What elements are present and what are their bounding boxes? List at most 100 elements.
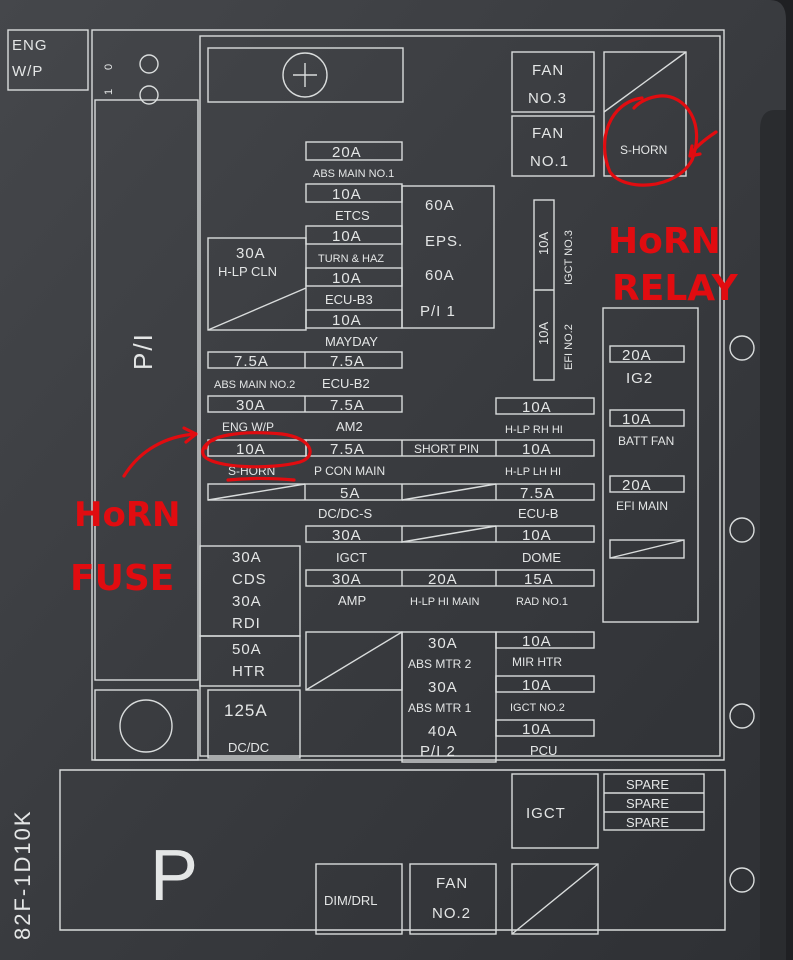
horn-relay-text-1: HoRN [608, 221, 721, 262]
eng-wp-block [7, 29, 89, 91]
igct2-label: IGCT NO.2 [510, 702, 565, 714]
fan3-label-a: FAN [532, 62, 564, 79]
horn-fuse-text-2: FUSE [70, 558, 174, 599]
plus-icon [293, 63, 317, 87]
relay-circle-annotation [602, 94, 699, 187]
cds-amp: 30A [232, 549, 262, 566]
fuse-20a-label: 20A [332, 144, 362, 161]
fan1-label-a: FAN [532, 125, 564, 142]
eps-label: EPS. [425, 233, 463, 250]
fan3-relay-box [511, 51, 595, 113]
pi-column [94, 99, 199, 681]
etcs-label: ETCS [335, 208, 370, 223]
hlp-rh-amp: 10A [522, 399, 552, 416]
hlp-lh-amp: 10A [522, 441, 552, 458]
dcdcs-label: DC/DC-S [318, 506, 372, 521]
abs-main1-label: ABS MAIN NO.1 [313, 168, 394, 180]
efi2-amp: 10A [536, 322, 551, 345]
pi1-amp: 60A [425, 267, 455, 284]
horn-fuse-text-1: HoRN [74, 495, 180, 535]
fuse-ecub3-amp: 10A [332, 270, 362, 287]
eng-wp-label: ENG W/P [222, 420, 274, 434]
spare-label-2: SPARE [626, 796, 669, 811]
efi-main-amp: 20A [622, 477, 652, 494]
igct-relay-box [511, 773, 599, 849]
fan1-label-b: NO.1 [530, 153, 569, 170]
igct3-label: IGCT NO.3 [563, 230, 575, 285]
pi1-label: P/I 1 [420, 303, 456, 320]
hlp-lh-label: H-LP LH HI [505, 466, 561, 478]
spare-label-3: SPARE [626, 815, 669, 830]
batt-fan-label: BATT FAN [618, 434, 674, 448]
hlp-rh-label: H-LP RH HI [505, 424, 563, 436]
mir-htr-amp: 10A [522, 633, 552, 650]
htr-amp: 50A [232, 641, 262, 658]
spare-box [603, 773, 705, 831]
cover-edge [760, 110, 786, 960]
frame-lower [59, 769, 726, 931]
ecub2-amp: 7.5A [330, 353, 365, 370]
right-panel-box [602, 307, 699, 623]
ecub-amp: 7.5A [520, 485, 555, 502]
s-horn-relay-label: S-HORN [620, 143, 667, 157]
relay-diagonal [603, 51, 687, 113]
pcon-label: P CON MAIN [314, 464, 385, 478]
engwp-amp: 30A [236, 397, 266, 414]
wp-label: W/P [12, 63, 43, 80]
fan2-label-a: FAN [436, 875, 468, 892]
efi2-label: EFI NO.2 [563, 324, 575, 370]
pi-label: P/I [128, 332, 158, 370]
dcdc-125a-box [207, 689, 301, 759]
ig2-label: IG2 [626, 370, 653, 387]
switch-label-1: 1 [103, 89, 115, 95]
mayday-label: MAYDAY [325, 334, 378, 349]
abs-mtr2-amp: 30A [428, 635, 458, 652]
pcu-amp: 10A [522, 721, 552, 738]
am2-amp: 7.5A [330, 397, 365, 414]
hlp-cln-box [207, 237, 307, 331]
spare-label-1: SPARE [626, 777, 669, 792]
switch-circle-a [139, 54, 159, 74]
pcon-amp: 7.5A [330, 441, 365, 458]
switch-circle-b [139, 85, 159, 105]
terminal-box [207, 47, 404, 103]
fuse-20a-box [305, 141, 403, 161]
abs-main2-label: ABS MAIN NO.2 [214, 379, 295, 391]
htr-label: HTR [232, 663, 266, 680]
ecub2-label: ECU-B2 [322, 376, 370, 391]
switch-label-0: 0 [103, 64, 115, 70]
eng-label: ENG [12, 37, 48, 54]
abs-mtr2-label: ABS MTR 2 [408, 657, 472, 671]
fuse-mayday-amp: 10A [332, 312, 362, 329]
ecub3-label: ECU-B3 [325, 292, 373, 307]
eps-amp: 60A [425, 197, 455, 214]
am2-label: AM2 [336, 419, 363, 434]
dcdcs-amp: 5A [340, 485, 360, 502]
rdi-label: RDI [232, 615, 261, 632]
pi2-amp: 40A [428, 723, 458, 740]
circle-slot-box [94, 689, 199, 761]
edge-code-label: 82F-1D10K [10, 809, 35, 940]
fuse-underline-annotation [226, 476, 296, 482]
relay-arrow-annotation [688, 130, 718, 158]
horn-relay-text-2: RELAY [612, 268, 739, 309]
mir-htr-label: MIR HTR [512, 655, 562, 669]
frame-inner [199, 35, 721, 757]
igct3-amp: 10A [536, 232, 551, 255]
amp-label: AMP [338, 593, 366, 608]
efi-main-label: EFI MAIN [616, 499, 668, 513]
s-horn-fuse-amp: 10A [236, 441, 266, 458]
igct-relay-label: IGCT [526, 805, 566, 822]
dcdc-label: DC/DC [228, 740, 269, 755]
igct-label: IGCT [336, 550, 367, 565]
frame-outer [91, 29, 725, 761]
fan2-label-b: NO.2 [432, 905, 471, 922]
abs-mtr1-amp: 30A [428, 679, 458, 696]
fan3-label-b: NO.3 [528, 90, 567, 107]
pcu-label: PCU [530, 743, 557, 758]
dim-drl-label: DIM/DRL [324, 893, 377, 908]
igct-amp: 30A [332, 527, 362, 544]
dim-drl-relay-box [315, 863, 403, 935]
terminal-circle [282, 52, 328, 98]
